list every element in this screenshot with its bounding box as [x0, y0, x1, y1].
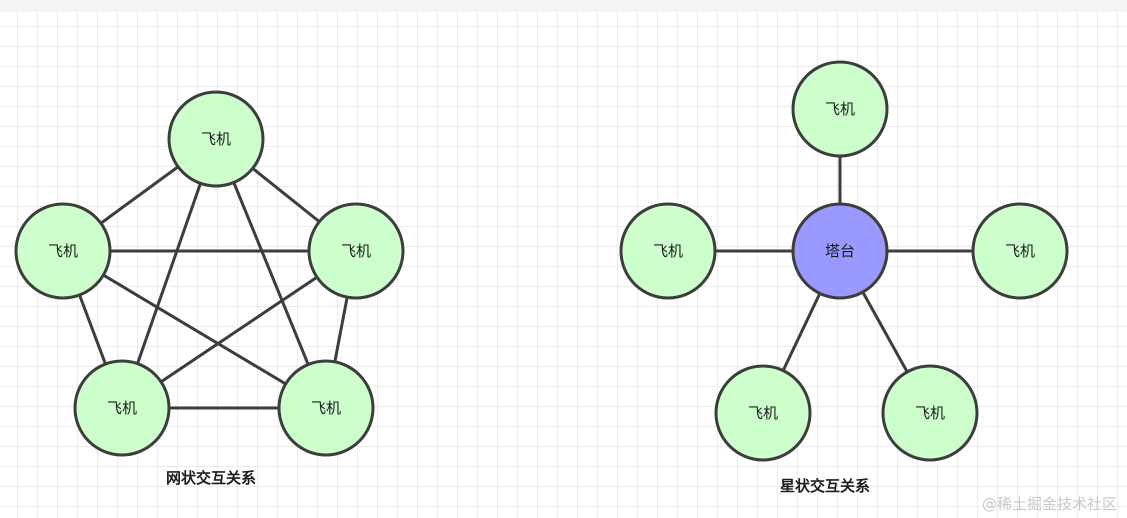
star-node-label: 飞机 [915, 404, 945, 422]
star-node-1: 飞机 [791, 60, 889, 158]
mesh-node-circle [14, 202, 112, 300]
star-node-label: 飞机 [825, 100, 855, 118]
star-hub-node: 塔台 [791, 202, 889, 300]
top-strip [0, 0, 1127, 12]
mesh-node-1: 飞机 [167, 90, 265, 188]
mesh-node-circle [73, 359, 171, 457]
mesh-node-circle [307, 202, 405, 300]
mesh-caption: 网状交互关系 [166, 469, 256, 487]
mesh-node-circle [167, 90, 265, 188]
star-node-circle [881, 364, 979, 462]
mesh-node-label: 飞机 [107, 399, 137, 417]
star-node-label: 飞机 [653, 242, 683, 260]
mesh-node-label: 飞机 [311, 399, 341, 417]
mesh-node-label: 飞机 [48, 242, 78, 260]
watermark: @稀土掘金技术社区 [981, 495, 1117, 513]
mesh-edge [62, 249, 327, 410]
nodes-layer: 飞机飞机飞机飞机飞机飞机飞机飞机飞机飞机塔台 [14, 60, 1069, 462]
mesh-node-label: 飞机 [201, 130, 231, 148]
star-hub-circle [791, 202, 889, 300]
star-node-5: 飞机 [881, 364, 979, 462]
mesh-node-2: 飞机 [14, 202, 112, 300]
star-node-4: 飞机 [714, 364, 812, 462]
star-node-3: 飞机 [971, 202, 1069, 300]
star-node-label: 飞机 [1005, 242, 1035, 260]
star-node-circle [971, 202, 1069, 300]
star-node-label: 飞机 [748, 404, 778, 422]
star-hub-label: 塔台 [825, 242, 855, 260]
mesh-node-3: 飞机 [307, 202, 405, 300]
star-caption: 星状交互关系 [780, 477, 870, 495]
mesh-node-5: 飞机 [277, 359, 375, 457]
star-node-circle [619, 202, 717, 300]
mesh-node-4: 飞机 [73, 359, 171, 457]
star-node-2: 飞机 [619, 202, 717, 300]
mesh-node-label: 飞机 [341, 242, 371, 260]
mesh-node-circle [277, 359, 375, 457]
star-node-circle [714, 364, 812, 462]
star-node-circle [791, 60, 889, 158]
